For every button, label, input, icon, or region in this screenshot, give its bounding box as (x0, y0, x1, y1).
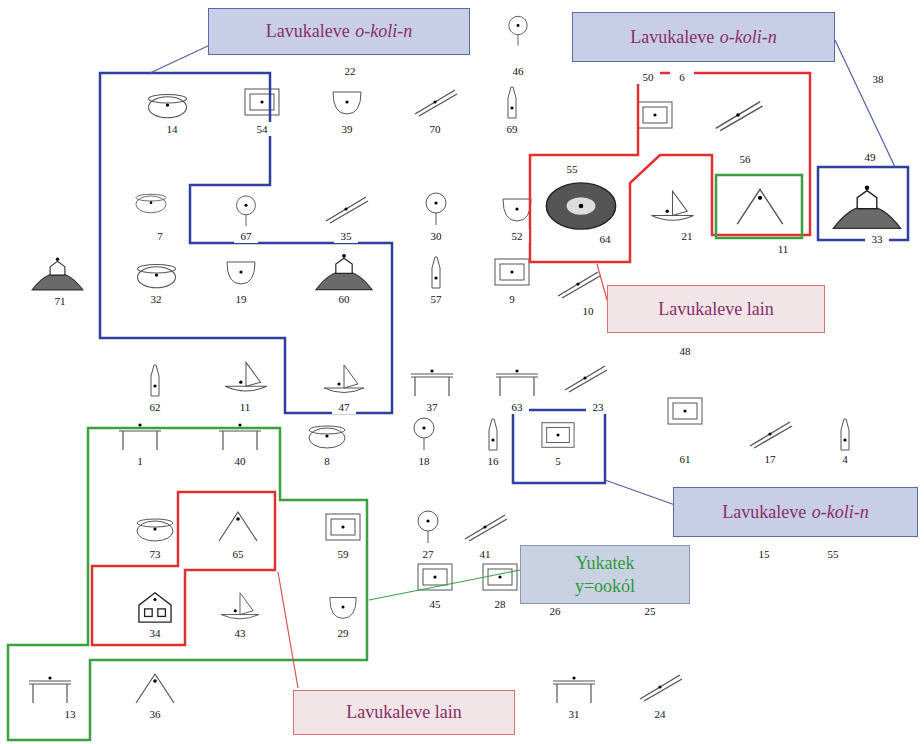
callout-number: 17 (758, 452, 782, 466)
callout-number: 4 (833, 452, 857, 466)
callout-number: 63 (505, 400, 529, 414)
callout-number: 60 (332, 292, 356, 306)
callout-number: 70 (423, 122, 447, 136)
callout-number: 21 (675, 229, 699, 243)
group-outline (513, 410, 605, 483)
callout-number: 47 (332, 400, 356, 414)
callout-number: 8 (315, 454, 339, 468)
leader-line (605, 480, 675, 505)
callout-number: 38 (866, 72, 890, 86)
callout-number: 39 (335, 122, 359, 136)
callout-box: Yukateky=ookól (520, 545, 690, 604)
callout-number: 23 (586, 400, 610, 414)
leader-line (278, 572, 298, 688)
callout-box: Lavukaleve o-koli-n (673, 487, 918, 537)
callout-number: 7 (148, 229, 172, 243)
leader-line (150, 45, 210, 73)
callout-number: 40 (228, 454, 252, 468)
callout-number: 9 (500, 292, 524, 306)
callout-number: 69 (500, 122, 524, 136)
callout-number: 59 (331, 547, 355, 561)
callout-number: 46 (506, 64, 530, 78)
callout-text: Lavukaleve (266, 20, 350, 43)
callout-number: 61 (673, 452, 697, 466)
callout-number: 34 (143, 626, 167, 640)
callout-box: Lavukaleve o-koli-n (572, 12, 835, 62)
callout-number: 28 (488, 597, 512, 611)
callout-text: o-koli-n (812, 501, 869, 524)
callout-number: 32 (144, 292, 168, 306)
group-outline (100, 73, 392, 413)
callout-number: 31 (562, 707, 586, 721)
callout-number: 73 (143, 547, 167, 561)
group-outline (92, 492, 275, 645)
callout-box: Lavukaleveo-koli-n (208, 8, 470, 55)
callout-number: 67 (234, 229, 258, 243)
callout-number: 45 (423, 597, 447, 611)
callout-number: 27 (416, 547, 440, 561)
callout-number: 19 (229, 292, 253, 306)
callout-number: 15 (752, 547, 776, 561)
group-outline (530, 73, 810, 262)
callout-text: y=ookól (535, 575, 675, 598)
callout-number: 11 (771, 242, 795, 256)
callout-number: 22 (338, 64, 362, 78)
callout-box: Lavukaleve lain (607, 285, 825, 333)
callout-number: 6 (670, 70, 694, 84)
callout-number: 5 (546, 454, 570, 468)
leader-line (597, 264, 607, 300)
callout-number: 52 (505, 229, 529, 243)
callout-text: Lavukaleve lain (658, 298, 773, 321)
callout-number: 64 (593, 232, 617, 246)
callout-box: Lavukaleve lain (293, 690, 515, 735)
callout-number: 37 (420, 400, 444, 414)
callout-number: 26 (543, 604, 567, 618)
callout-text: Yukatek (535, 552, 675, 575)
group-outline (818, 167, 908, 240)
leader-line (369, 570, 520, 600)
callout-number: 11 (233, 400, 257, 414)
callout-number: 71 (48, 294, 72, 308)
callout-number: 1 (128, 454, 152, 468)
callout-number: 35 (334, 229, 358, 243)
callout-text: Lavukaleve (630, 26, 714, 49)
callout-text: Lavukaleve lain (346, 701, 461, 724)
callout-number: 55 (821, 547, 845, 561)
callout-number: 18 (412, 454, 436, 468)
leader-line (835, 40, 895, 167)
callout-number: 56 (733, 152, 757, 166)
callout-number: 36 (143, 707, 167, 721)
callout-number: 13 (58, 707, 82, 721)
callout-number: 24 (648, 707, 672, 721)
callout-number: 55 (560, 162, 584, 176)
callout-number: 16 (481, 454, 505, 468)
callout-number: 62 (143, 400, 167, 414)
callout-number: 54 (250, 122, 274, 136)
callout-number: 29 (331, 626, 355, 640)
callout-number: 14 (160, 122, 184, 136)
callout-text: o-koli-n (355, 20, 412, 43)
callout-number: 49 (858, 150, 882, 164)
callout-text: Lavukaleve (722, 501, 806, 524)
callout-number: 48 (673, 344, 697, 358)
callout-number: 43 (228, 626, 252, 640)
callout-number: 65 (226, 547, 250, 561)
callout-number: 41 (473, 547, 497, 561)
callout-number: 33 (865, 232, 889, 246)
callout-number: 25 (638, 604, 662, 618)
callout-text: o-koli-n (720, 26, 777, 49)
callout-number: 57 (424, 292, 448, 306)
group-outline (716, 175, 802, 238)
callout-number: 10 (576, 304, 600, 318)
callout-number: 50 (636, 70, 660, 84)
callout-number: 30 (424, 229, 448, 243)
